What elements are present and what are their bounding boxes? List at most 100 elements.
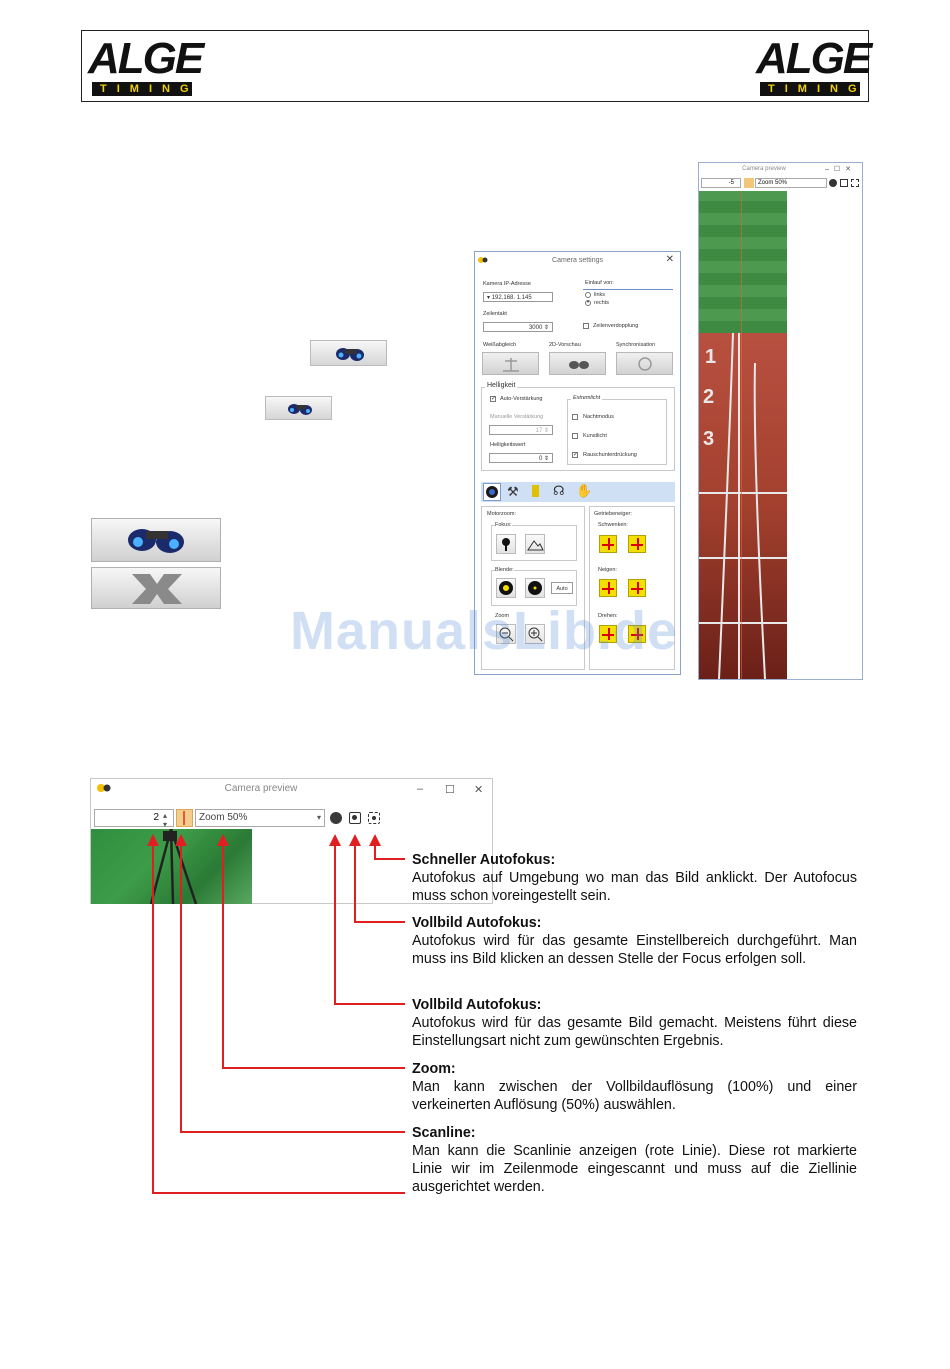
note-quick-autofocus: Schneller Autofokus: Autofokus auf Umgeb… [412,852,857,904]
scanline-toggle[interactable] [744,178,754,188]
app-icon [97,784,111,792]
chevron-down-icon[interactable]: ▾ [317,813,322,822]
brightness-group [481,387,675,471]
svg-text:1: 1 [705,346,716,368]
tools-icon[interactable]: ⚒ [507,484,519,499]
tilt-up-button[interactable] [599,579,617,597]
zoom-out-icon [499,627,514,642]
page-header [81,30,869,102]
autofocus-full-range-button[interactable] [349,812,361,824]
alge-logo-left: ALGE TIMING [88,34,204,96]
tripod-group [589,506,675,670]
aperture-open-button[interactable] [496,578,516,598]
radio-left[interactable] [585,292,591,298]
aperture-close-button[interactable] [525,578,545,598]
preview-2d-button[interactable] [549,352,606,375]
extreme-light-group [567,399,667,465]
pan-left-button[interactable] [599,535,617,553]
close-icon[interactable]: ✕ [665,254,674,265]
tripod-graphic [149,828,198,905]
battery-icon[interactable] [532,485,539,497]
window-controls[interactable]: –☐✕ [824,166,856,173]
lines-label: Zeilentakt [483,311,507,317]
tab-camera[interactable] [483,483,501,501]
artificial-light-checkbox[interactable] [572,433,578,439]
brightness-stepper[interactable]: 0 ⇕ [489,453,553,463]
mountain-icon [527,540,544,551]
minimize-icon[interactable]: – [417,783,424,795]
focus-near-button[interactable] [496,534,516,554]
alge-logo-right: ALGE TIMING [756,34,872,96]
ip-address-field[interactable]: ▾ 192.168. 1.145 [483,292,553,302]
binoculars-icon [128,529,184,553]
preview-2d-label: 2D-Vorschau [549,342,581,348]
camera-settings-dialog: Camera settings ✕ Kamera IP-Adresse ▾ 19… [474,251,681,675]
grass-image [699,191,787,333]
close-icon[interactable]: ✕ [474,784,484,796]
binoculars-icon [569,361,589,369]
noise-reduction-checkbox[interactable]: ✓ [572,452,579,458]
app-icon [478,257,488,263]
aperture-icon [528,581,542,595]
preview-window-title: Camera preview [224,783,298,794]
maximize-icon[interactable]: ☐ [445,784,455,796]
note-fullrange-autofocus: Vollbild Autofokus: Autofokus wird für d… [412,915,857,967]
zoom-select[interactable]: Zoom 50% [755,178,827,188]
dialog-title: Camera settings [552,257,603,264]
direction-label: Einlauf von: [585,280,614,286]
clock-icon [638,357,652,371]
scanline-red [741,191,742,679]
autofocus-quick-icon[interactable] [851,179,859,187]
preview-button-inline-2[interactable] [265,396,332,420]
note-scanline: Scanline: Man kann die Scanlinie anzeige… [412,1125,857,1195]
zoom-in-icon [528,627,543,642]
close-x-icon [132,574,182,604]
white-balance-button[interactable] [482,352,539,375]
white-balance-label: Weißabgleich [483,342,517,348]
autofocus-full-icon[interactable] [829,179,837,187]
sync-button[interactable] [616,352,673,375]
autofocus-area-icon[interactable] [840,179,848,187]
scanline-stepper[interactable]: -5 [701,178,741,188]
svg-text:2: 2 [703,386,714,408]
pan-right-button[interactable] [628,535,646,553]
binoculars-icon [336,348,364,361]
preview-big-button[interactable] [91,518,221,562]
zoom-select[interactable]: Zoom 50% [195,809,325,827]
rotate-right-button[interactable] [628,625,646,643]
auto-gain-checkbox[interactable]: ✓ [490,396,497,402]
ip-label: Kamera IP-Adresse [483,281,531,287]
lens-icon [486,486,498,498]
quick-autofocus-button[interactable] [368,812,380,824]
camera-preview-vertical: Camera preview –☐✕ -5 Zoom 50% 1 2 3 [698,162,863,680]
zoom-in-button[interactable] [525,624,545,644]
note-zoom: Zoom: Man kann zwischen der Vollbildaufl… [412,1061,857,1113]
scanline-icon [183,811,185,825]
note-fullimage-autofocus: Vollbild Autofokus: Autofokus wird für d… [412,997,857,1049]
preview-button-inline[interactable] [310,340,387,366]
radio-right[interactable]: • [585,300,591,306]
aperture-auto-button[interactable]: Auto [551,582,573,594]
watermark: ManualsLib.de [290,601,679,661]
sync-label: Synchronisation [616,342,656,348]
lines-stepper[interactable]: 3000 ⇕ [483,322,553,332]
scanline-stepper[interactable]: 2 [94,809,174,827]
stepper-arrows-icon[interactable]: ▴▾ [163,811,168,829]
scanline-toggle-button[interactable] [176,809,193,827]
night-mode-checkbox[interactable] [572,414,578,420]
svg-text:3: 3 [703,428,714,450]
focus-far-button[interactable] [525,534,545,554]
hand-icon[interactable]: ✋ [576,483,593,498]
tilt-down-button[interactable] [628,579,646,597]
camera-preview-window: Camera preview – ☐ ✕ 2 ▴▾ Zoom 50% ▾ [90,778,493,905]
headset-icon[interactable]: ☊ [553,483,565,498]
zoom-out-button[interactable] [496,624,516,644]
rotate-left-button[interactable] [599,625,617,643]
line-double-checkbox[interactable] [583,323,589,329]
autofocus-full-image-button[interactable] [330,812,342,824]
motorzoom-group [481,506,585,670]
track-image[interactable]: 1 2 3 [699,332,787,679]
manual-gain-stepper[interactable]: 17 ⇕ [489,425,553,435]
close-big-button[interactable] [91,567,221,609]
